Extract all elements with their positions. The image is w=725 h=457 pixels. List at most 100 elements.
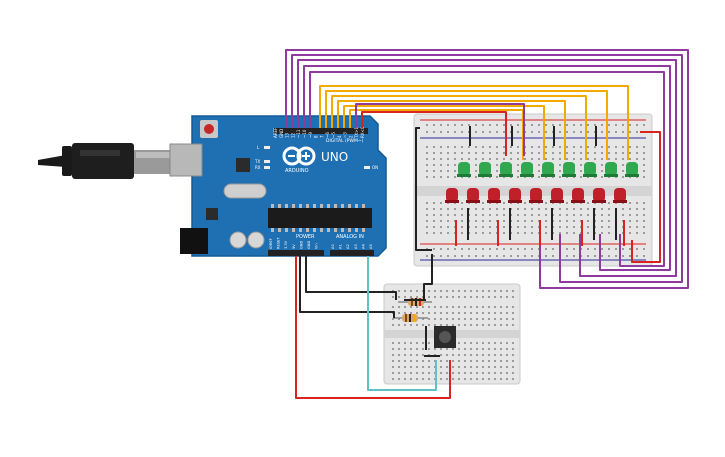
green-led[interactable] (458, 162, 470, 176)
hole (482, 360, 484, 362)
regulator (206, 208, 218, 220)
hole (587, 152, 589, 154)
orange-wire[interactable] (325, 90, 608, 160)
hole (538, 164, 540, 166)
hole (416, 354, 418, 356)
hole (464, 366, 466, 368)
hole (476, 354, 478, 356)
hole (454, 255, 456, 257)
hole (500, 354, 502, 356)
hole (531, 158, 533, 160)
hole (608, 158, 610, 160)
black-wire[interactable] (305, 256, 397, 300)
hole (476, 366, 478, 368)
hole (458, 354, 460, 356)
hole (475, 124, 477, 126)
led-tx-label: TX (254, 159, 260, 164)
push-button-cap[interactable] (439, 331, 451, 343)
black-wire[interactable] (415, 127, 432, 251)
purple-wire[interactable] (303, 65, 671, 271)
hole (426, 164, 428, 166)
hole (488, 360, 490, 362)
hole (580, 158, 582, 160)
green-led[interactable] (500, 162, 512, 176)
green-led[interactable] (584, 162, 596, 176)
green-led[interactable] (521, 162, 533, 176)
hole (494, 366, 496, 368)
hole (489, 232, 491, 234)
hole (517, 232, 519, 234)
hole (524, 158, 526, 160)
hole (426, 131, 428, 133)
orange-wire[interactable] (343, 105, 545, 160)
hole (398, 372, 400, 374)
red-wire[interactable] (295, 256, 451, 399)
green-led[interactable] (542, 162, 554, 176)
red-led[interactable] (488, 188, 500, 202)
hole (464, 378, 466, 380)
hole (422, 342, 424, 344)
red-led[interactable] (509, 188, 521, 202)
red-wire[interactable] (631, 131, 661, 263)
green-led[interactable] (479, 162, 491, 176)
pin-label: ~5 (331, 132, 336, 138)
hole (447, 152, 449, 154)
hole (512, 378, 514, 380)
hole (601, 214, 603, 216)
hole (496, 152, 498, 154)
small-breadboard[interactable] (383, 283, 521, 385)
hole (500, 372, 502, 374)
orange-wire[interactable] (331, 95, 587, 160)
hole (404, 360, 406, 362)
red-led[interactable] (551, 188, 563, 202)
resistor[interactable] (394, 314, 428, 322)
hole (506, 366, 508, 368)
hole (524, 248, 526, 250)
orange-wire[interactable] (319, 85, 629, 160)
hole (398, 360, 400, 362)
hole (488, 290, 490, 292)
led-on-label: ON (372, 165, 378, 170)
green-led[interactable] (605, 162, 617, 176)
green-led[interactable] (563, 162, 575, 176)
led-l-label: L (257, 145, 260, 150)
black-wire[interactable] (423, 254, 433, 300)
hole (517, 176, 519, 178)
hole (629, 124, 631, 126)
red-led[interactable] (467, 188, 479, 202)
black-wire[interactable] (299, 256, 395, 318)
hole (496, 131, 498, 133)
red-led[interactable] (530, 188, 542, 202)
purple-wire[interactable] (297, 59, 677, 277)
hole (392, 318, 394, 320)
purple-wire[interactable] (309, 71, 665, 267)
red-led[interactable] (572, 188, 584, 202)
hole (615, 248, 617, 250)
purple-wire[interactable] (285, 49, 689, 289)
purple-wire[interactable] (355, 103, 525, 156)
red-led[interactable] (614, 188, 626, 202)
hole (636, 131, 638, 133)
purple-wire[interactable] (291, 54, 683, 283)
reset-button-cap[interactable] (204, 124, 214, 134)
hole (470, 312, 472, 314)
hole (470, 372, 472, 374)
hole (482, 290, 484, 292)
hole (464, 296, 466, 298)
arduino-uno-board[interactable]: UNO ARDUINO DIGITAL (PWM~) POWER ANALOG … (169, 115, 387, 257)
teal-wire[interactable] (367, 256, 437, 391)
hole (566, 146, 568, 148)
hole (531, 124, 533, 126)
pin-label: 12 (290, 132, 295, 138)
hole (538, 170, 540, 172)
hole (531, 208, 533, 210)
hole (517, 158, 519, 160)
hole (440, 324, 442, 326)
red-wire[interactable] (361, 111, 507, 156)
hole (392, 348, 394, 350)
green-led[interactable] (626, 162, 638, 176)
red-led[interactable] (446, 188, 458, 202)
orange-wire[interactable] (337, 100, 566, 160)
red-led[interactable] (593, 188, 605, 202)
